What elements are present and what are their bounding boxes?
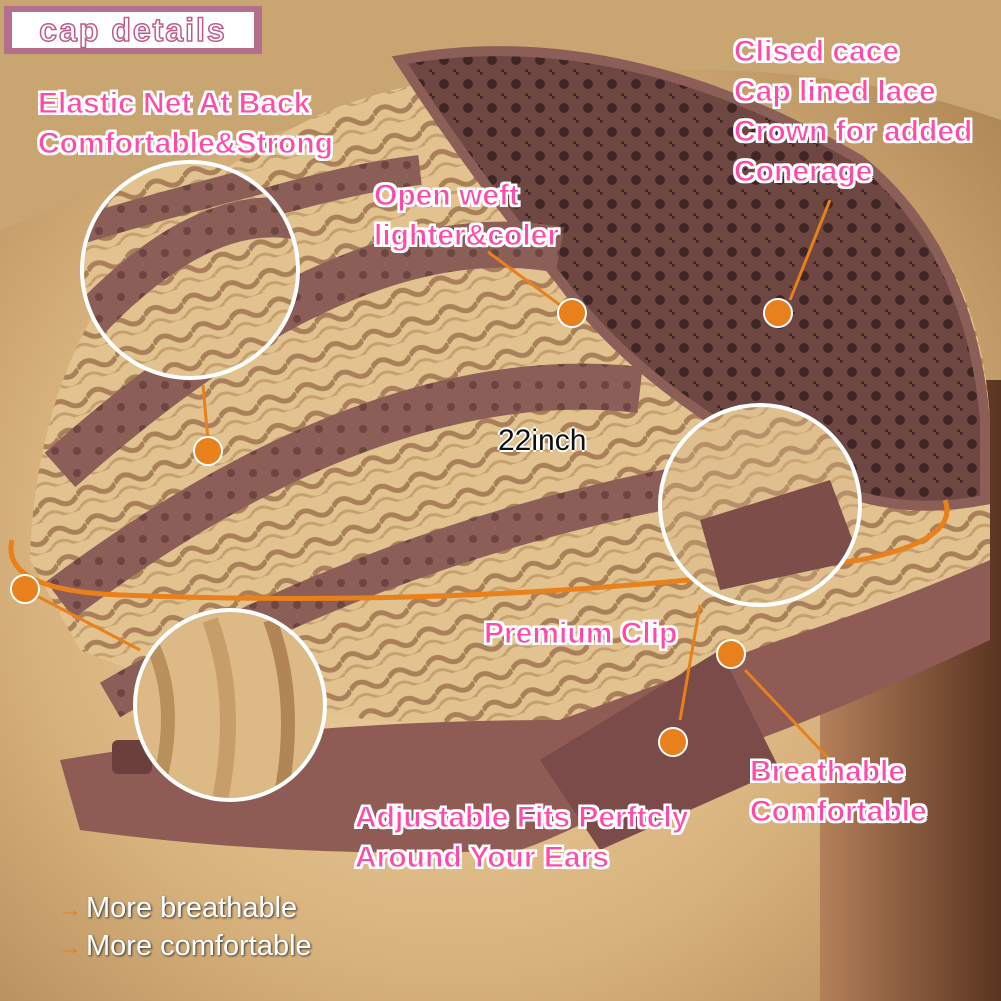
callout-open-weft: Open weft lighter&coler — [373, 176, 560, 256]
badge-text: cap details — [39, 11, 227, 49]
callout-elastic-net: Elastic Net At Back Comfortable&Strong — [38, 84, 334, 164]
marker-elastic-net — [193, 436, 223, 466]
zoom-circle-curl — [133, 608, 327, 802]
callout-closed-lace: Clised cace Cap lined lace Crown for add… — [733, 32, 973, 192]
arrow-right-icon: → — [58, 896, 82, 923]
callout-breathable-line-1: Breathable — [750, 755, 906, 789]
feature-text: More breathable — [86, 892, 298, 924]
callout-premium-clip: Premium Clip — [483, 617, 678, 651]
callout-elastic-net-line-1: Elastic Net At Back — [38, 87, 311, 121]
callout-closed-lace-line-3: Crown for added — [733, 115, 973, 149]
marker-lace — [763, 298, 793, 328]
cap-details-badge: cap details — [4, 6, 262, 54]
measurement-label: 22inch — [498, 424, 587, 457]
callout-elastic-net-line-2: Comfortable&Strong — [38, 127, 334, 161]
callout-closed-lace-line-2: Cap lined lace — [733, 75, 936, 109]
callout-adjustable-line-1: Adjustable Fits Perftcly — [354, 801, 689, 835]
zoom-circle-clip — [658, 403, 862, 607]
marker-measure-start — [10, 574, 40, 604]
feature-item: →More breathable — [58, 890, 312, 928]
callout-adjustable-line-2: Around Your Ears — [354, 841, 609, 875]
marker-open-weft — [557, 298, 587, 328]
arrow-right-icon: → — [58, 934, 82, 961]
feature-item: →More comfortable — [58, 928, 312, 966]
feature-list: →More breathable →More comfortable — [58, 890, 312, 966]
marker-adjustable — [658, 727, 688, 757]
callout-breathable-line-2: Comfortable — [750, 795, 928, 829]
callout-closed-lace-line-1: Clised cace — [733, 35, 900, 69]
callout-breathable: Breathable Comfortable — [750, 752, 928, 832]
feature-text: More comfortable — [86, 930, 312, 962]
callout-open-weft-line-2: lighter&coler — [373, 219, 560, 253]
callout-open-weft-line-1: Open weft — [373, 179, 520, 213]
callout-closed-lace-line-4: Conerage — [733, 155, 873, 189]
zoom-circle-elastic-net — [80, 160, 300, 380]
marker-breathable — [716, 639, 746, 669]
callout-adjustable: Adjustable Fits Perftcly Around Your Ear… — [354, 798, 689, 878]
